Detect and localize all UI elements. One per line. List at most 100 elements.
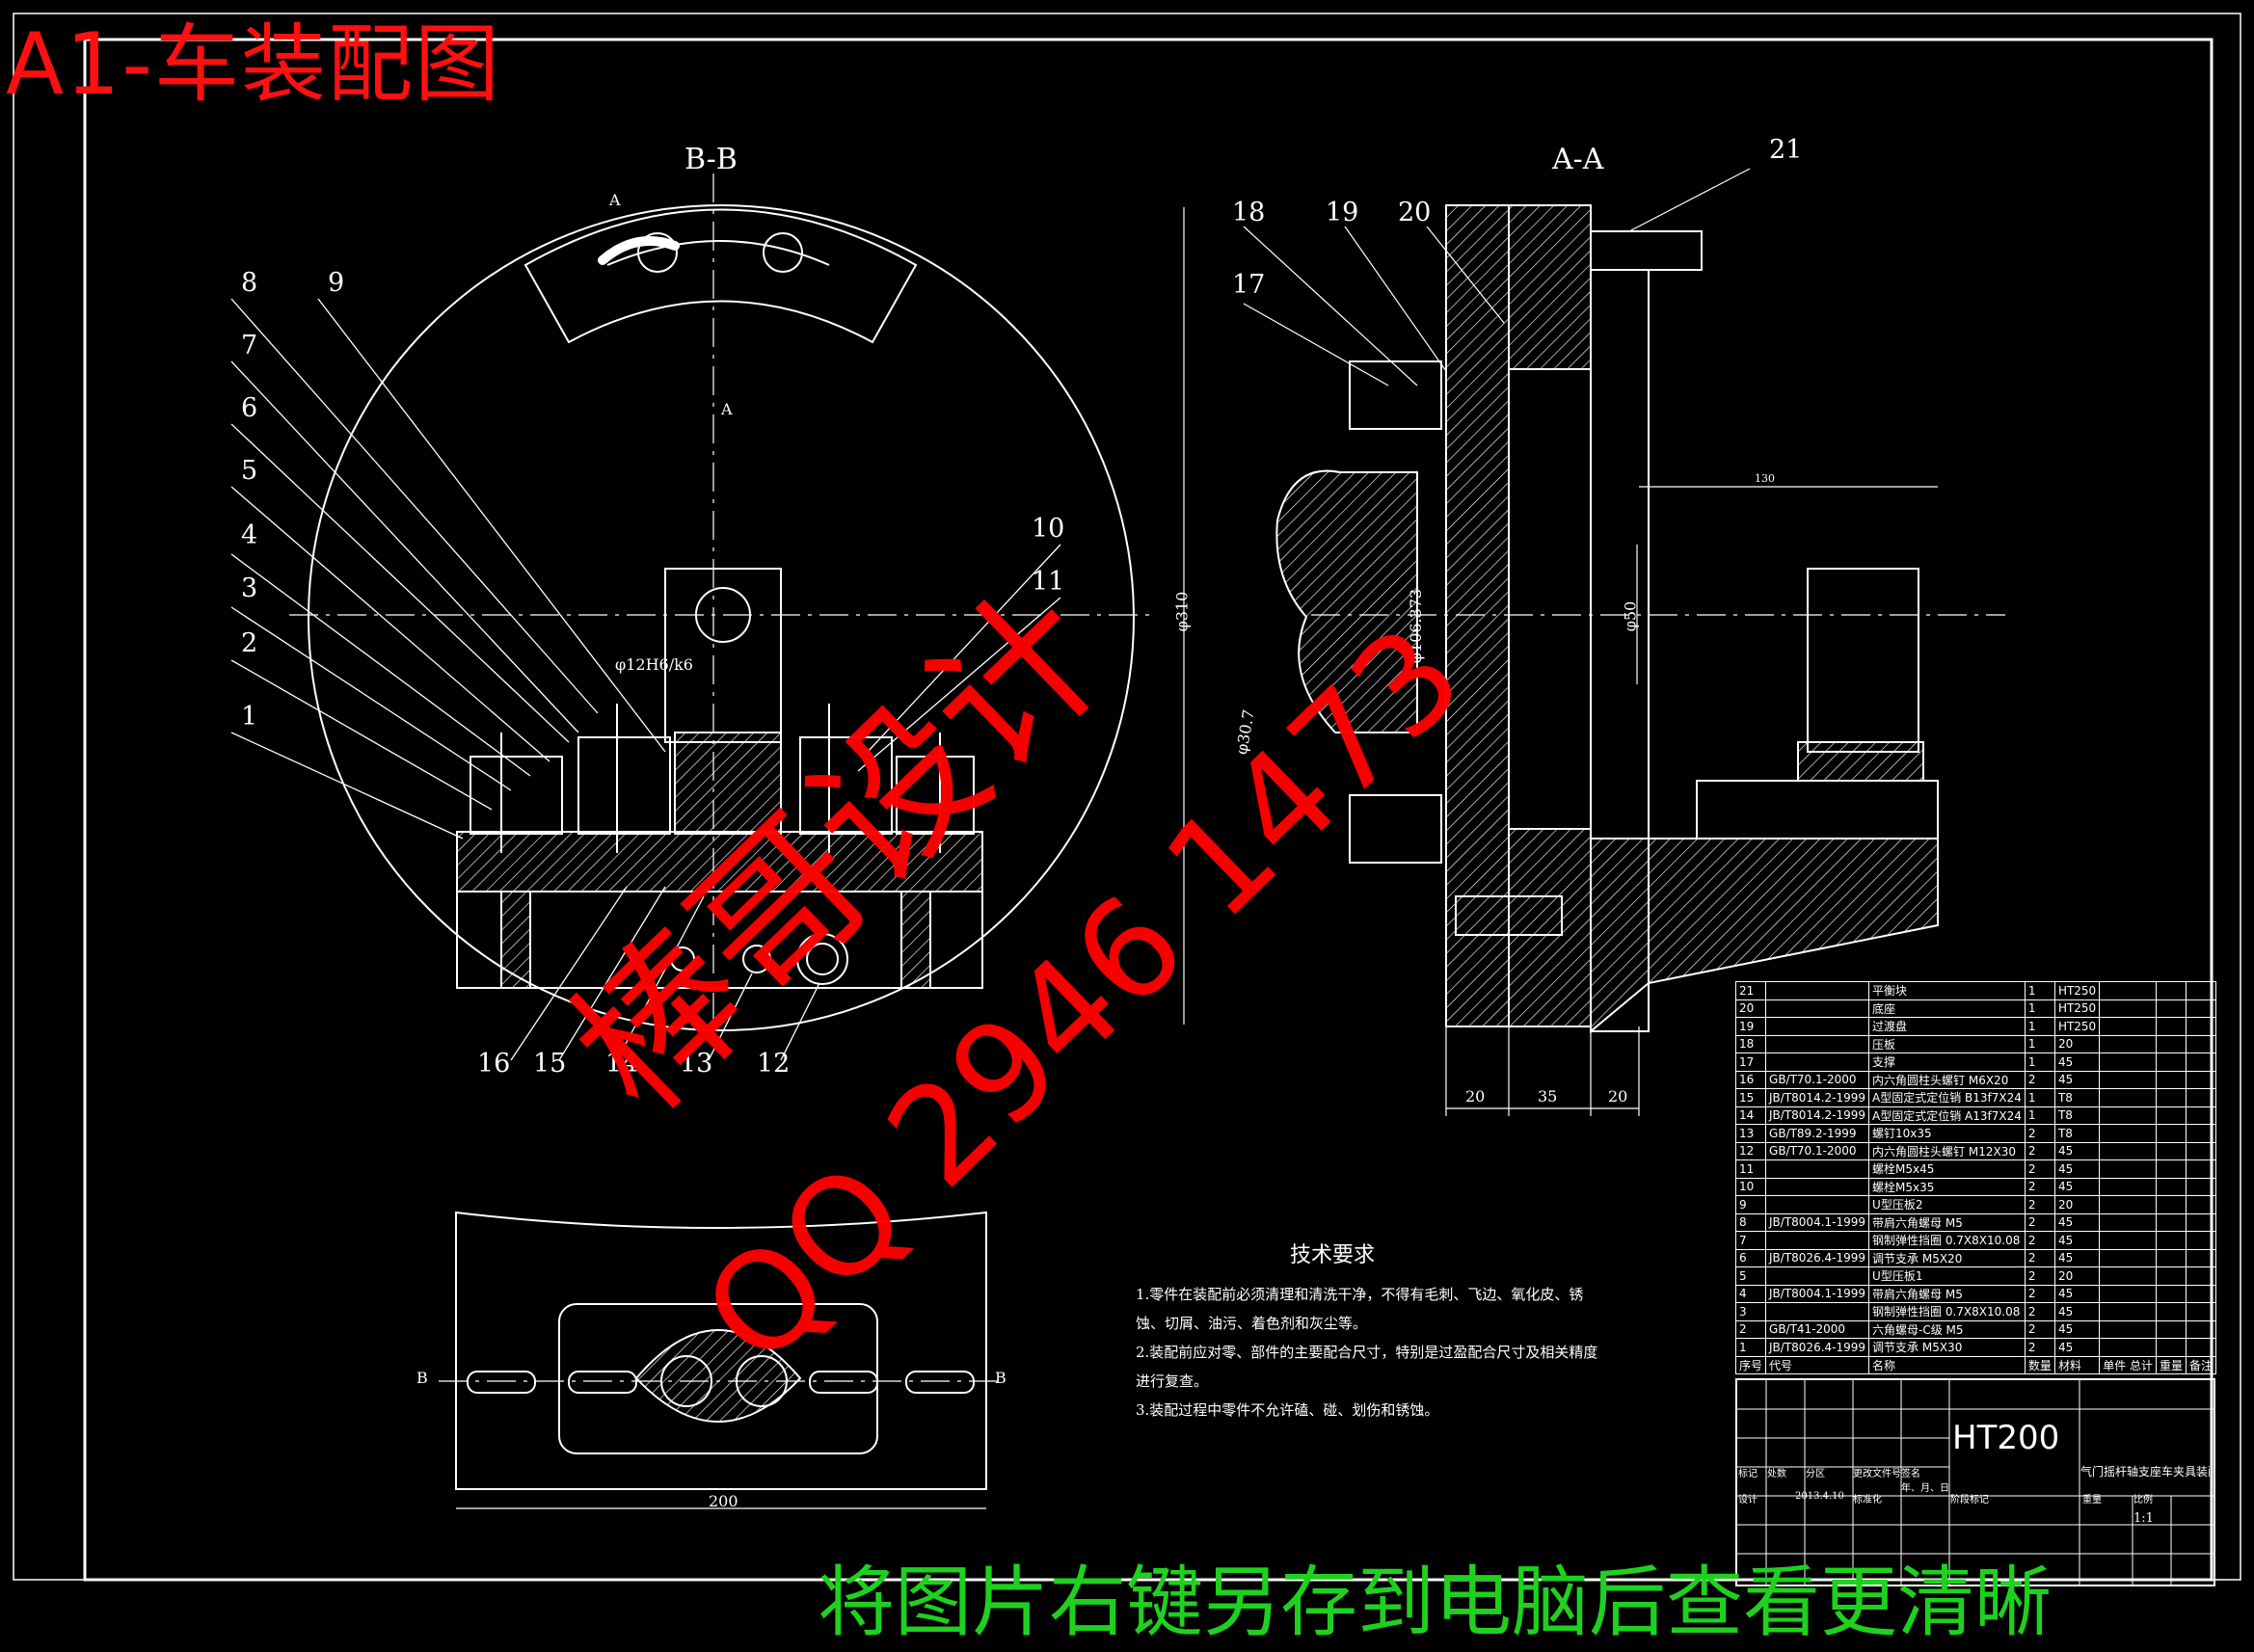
bom-cell-empty — [2156, 1106, 2187, 1125]
bom-cell-std: JB/T8026.4-1999 — [1765, 1338, 1870, 1357]
bom-cell-name: A型固定式定位销 A13f7X24 — [1868, 1106, 2026, 1125]
dim-20-b: 20 — [1608, 1087, 1628, 1106]
callout-4: 4 — [241, 520, 258, 550]
bom-cell-no: 9 — [1734, 1195, 1767, 1214]
bom-cell-std — [1765, 1302, 1870, 1321]
callout-15: 15 — [533, 1049, 567, 1079]
bom-cell-mat: HT250 — [2053, 981, 2101, 1000]
bom-cell-mat: 45 — [2053, 1212, 2101, 1232]
bom-cell-name: 调节支承 M5X30 — [1868, 1338, 2026, 1357]
bom-cell-empty — [2186, 1266, 2217, 1286]
callout-1: 1 — [241, 702, 258, 732]
bom-header-std: 代号 — [1765, 1355, 1870, 1374]
bom-cell-no: 7 — [1734, 1231, 1767, 1250]
dim-fit-hole: φ12H6/k6 — [615, 655, 693, 674]
bom-cell-no: 4 — [1734, 1284, 1767, 1303]
bom-header-weight: 单件 总计 — [2099, 1355, 2158, 1374]
bom-header-row: 序号代号名称数量材料单件 总计重量备注 — [1734, 1355, 2217, 1374]
view-title-a-a: A-A — [1552, 143, 1604, 176]
bom-cell-empty — [2156, 1212, 2187, 1232]
bom-cell-qty: 2 — [2024, 1302, 2055, 1321]
bom-cell-std: GB/T89.2-1999 — [1765, 1124, 1870, 1143]
tb-label-scale: 比例 — [2133, 1495, 2153, 1505]
bom-cell-empty — [2156, 1231, 2187, 1250]
bom-cell-empty — [2156, 981, 2187, 1000]
dim-20-a: 20 — [1465, 1087, 1486, 1106]
bom-cell-qty: 1 — [2024, 1034, 2055, 1053]
bom-cell-empty — [2099, 1070, 2158, 1089]
bom-cell-no: 8 — [1734, 1212, 1767, 1232]
bom-cell-empty — [2099, 1266, 2158, 1286]
bom-cell-empty — [2156, 1124, 2187, 1143]
bom-cell-qty: 1 — [2024, 981, 2055, 1000]
callout-9: 9 — [328, 268, 345, 298]
bom-cell-qty: 2 — [2024, 1284, 2055, 1303]
bom-cell-empty — [2186, 1319, 2217, 1339]
bom-cell-empty — [2156, 1088, 2187, 1107]
bom-cell-name: 调节支承 M5X20 — [1868, 1248, 2026, 1267]
bom-cell-qty: 2 — [2024, 1266, 2055, 1286]
bom-cell-empty — [2186, 1231, 2217, 1250]
bom-cell-std — [1765, 1017, 1870, 1036]
bom-cell-qty: 2 — [2024, 1177, 2055, 1196]
bom-cell-empty — [2156, 1141, 2187, 1160]
bom-cell-qty: 2 — [2024, 1159, 2055, 1179]
bom-cell-empty — [2099, 999, 2158, 1018]
bom-cell-qty: 2 — [2024, 1141, 2055, 1160]
bom-cell-empty — [2156, 1017, 2187, 1036]
tech-line-1: 1.零件在装配前必须清理和清洗干净，不得有毛刺、飞边、氧化皮、锈 — [1136, 1286, 1584, 1303]
bom-cell-std — [1765, 1266, 1870, 1286]
dim-dia-50: φ50 — [1621, 600, 1640, 632]
bom-cell-qty: 2 — [2024, 1338, 2055, 1357]
callout-10: 10 — [1032, 514, 1065, 544]
callout-14: 14 — [605, 1049, 639, 1079]
bom-cell-mat: 45 — [2053, 1141, 2101, 1160]
callout-13: 13 — [680, 1049, 713, 1079]
callout-7: 7 — [241, 331, 258, 360]
section-marker-a-top: A — [609, 191, 621, 209]
bom-cell-empty — [2186, 1284, 2217, 1303]
bom-cell-empty — [2156, 1284, 2187, 1303]
bom-cell-name: 螺钉10x35 — [1868, 1124, 2026, 1143]
bom-cell-empty — [2156, 1248, 2187, 1267]
bom-cell-empty — [2156, 1266, 2187, 1286]
sheet-title: A1-车装配图 — [6, 14, 501, 114]
bom-cell-qty: 2 — [2024, 1124, 2055, 1143]
bom-cell-empty — [2186, 1212, 2217, 1232]
bom-cell-name: 支撑 — [1868, 1052, 2026, 1072]
dim-200: 200 — [709, 1492, 738, 1510]
bom-cell-empty — [2099, 1319, 2158, 1339]
bom-header-w2: 重量 — [2156, 1355, 2187, 1374]
bom-cell-empty — [2099, 1141, 2158, 1160]
bom-cell-mat: T8 — [2053, 1106, 2101, 1125]
tech-line-2: 蚀、切屑、油污、着色剂和灰尘等。 — [1136, 1315, 1368, 1332]
view-plan — [439, 1211, 998, 1509]
bom-cell-empty — [2099, 1124, 2158, 1143]
bom-cell-name: 平衡块 — [1868, 981, 2026, 1000]
tb-label-change: 更改文件号 — [1853, 1469, 1901, 1479]
bom-cell-empty — [2186, 1177, 2217, 1196]
bom-cell-empty — [2186, 1034, 2217, 1053]
bom-cell-empty — [2099, 981, 2158, 1000]
bom-cell-no: 21 — [1734, 981, 1767, 1000]
bom-cell-empty — [2186, 1141, 2217, 1160]
tb-label-sign: 签名 — [1901, 1469, 1920, 1479]
bom-cell-empty — [2156, 1338, 2187, 1357]
bom-cell-no: 16 — [1734, 1070, 1767, 1089]
bom-cell-name: A型固定式定位销 B13f7X24 — [1868, 1088, 2026, 1107]
bom-cell-no: 12 — [1734, 1141, 1767, 1160]
callout-21: 21 — [1769, 135, 1803, 165]
bom-cell-name: U型压板2 — [1868, 1195, 2026, 1214]
tb-label-count: 处数 — [1767, 1469, 1786, 1479]
bom-cell-std — [1765, 1177, 1870, 1196]
bom-cell-empty — [2099, 1338, 2158, 1357]
bom-cell-std: JB/T8004.1-1999 — [1765, 1212, 1870, 1232]
